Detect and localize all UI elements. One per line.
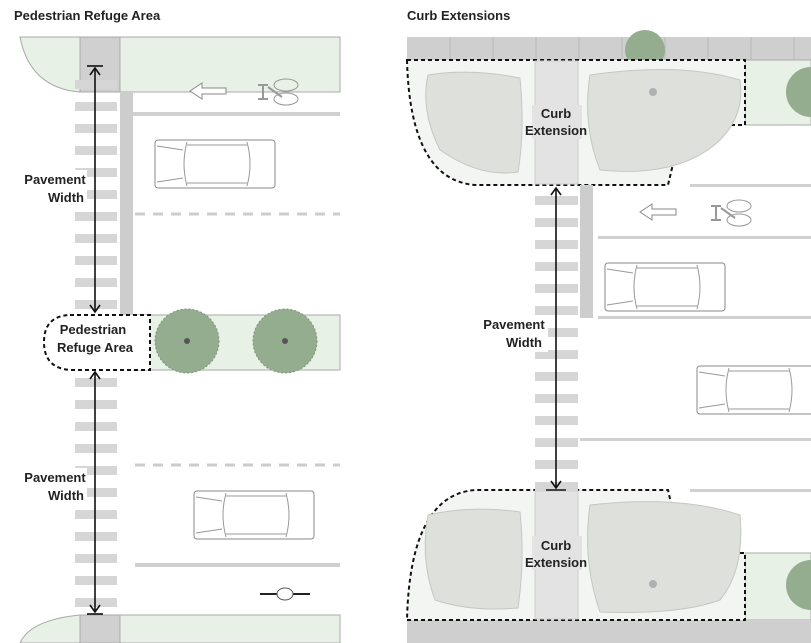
left-panel-title: Pedestrian Refuge Area [14, 8, 161, 23]
pavement-width-arrow [546, 186, 566, 491]
curb-extension-label-line1: Curb [541, 106, 571, 121]
right-panel-title: Curb Extensions [407, 8, 510, 23]
crosswalk-stripes [75, 80, 117, 607]
refuge-area-label-line2: Refuge Area [57, 340, 134, 355]
crosswalk-stripe [75, 146, 117, 155]
lane-direction-arrow-icon [639, 203, 677, 221]
car-icon [193, 490, 315, 540]
car-icon [604, 262, 726, 312]
car-icon [696, 365, 811, 415]
crosswalk-stripe [75, 400, 117, 409]
crosswalk-stripe [75, 510, 117, 519]
crosswalk-stripe [75, 488, 117, 497]
curb-extension-label-line2: Extension [525, 555, 587, 570]
curb-extension-label-line1: Curb [541, 538, 571, 553]
refuge-area-outline [42, 314, 151, 371]
crosswalk-stripe [75, 124, 117, 133]
pavement-width-label-line1: Pavement [24, 172, 86, 187]
crosswalk-stripe [75, 466, 117, 475]
crosswalk-stripe [75, 190, 117, 199]
crosswalk-stripe [75, 554, 117, 563]
refuge-area-label-line1: Pedestrian [60, 322, 127, 337]
crosswalk-stripe [75, 102, 117, 111]
crosswalk-stripe [75, 278, 117, 287]
cyclist-icon [260, 587, 310, 601]
crosswalk-stripe [75, 212, 117, 221]
pavement-width-label-line2: Width [506, 335, 542, 350]
left-street-plan [19, 36, 341, 643]
crosswalk-stripe [75, 234, 117, 243]
crosswalk-stripe [75, 300, 117, 309]
right-street-plan [405, 30, 811, 643]
crosswalk-stripe [75, 598, 117, 607]
crosswalk-stripe [75, 532, 117, 541]
crosswalk-stripe [75, 168, 117, 177]
crosswalk-stripe [75, 256, 117, 265]
crosswalk-stripe [75, 422, 117, 431]
pavement-width-label-line1: Pavement [483, 317, 545, 332]
curb-extension-label-line2: Extension [525, 123, 587, 138]
pavement-width-label-line2: Width [48, 190, 84, 205]
pavement-width-arrows [87, 65, 103, 615]
crosswalk-stripe [75, 80, 117, 89]
crosswalk-stripe [75, 378, 117, 387]
pavement-width-label-line2: Width [48, 488, 84, 503]
pavement-width-label-line1: Pavement [24, 470, 86, 485]
crosswalk-stripe [75, 444, 117, 453]
car-icon [154, 139, 276, 189]
bicycle-icon [710, 199, 752, 227]
crosswalk-stripe [75, 576, 117, 585]
